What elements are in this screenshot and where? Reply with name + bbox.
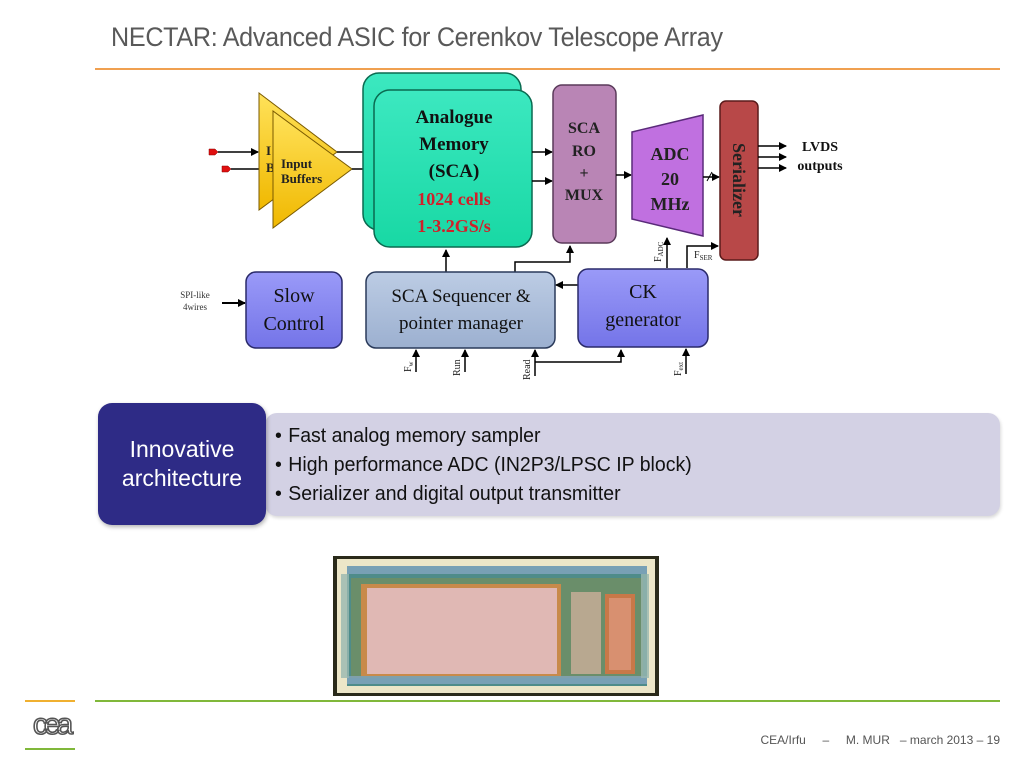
slide-title: NECTAR: Advanced ASIC for Cerenkov Teles… [111, 22, 723, 52]
feature-item: •Serializer and digital output transmitt… [275, 482, 621, 505]
svg-text:Serializer: Serializer [729, 143, 749, 217]
serializer-block: Serializer [719, 100, 759, 261]
svg-text:MHz: MHz [651, 194, 690, 214]
footer-divider [95, 700, 1000, 702]
svg-text:MUX: MUX [565, 187, 604, 204]
sca-ro-mux-block: SCA RO + MUX [552, 84, 617, 244]
svg-text:CK: CK [629, 281, 657, 303]
input-pin-1 [208, 148, 259, 156]
logo-accent-bottom [25, 748, 75, 750]
feature-item: •High performance ADC (IN2P3/LPSC IP blo… [275, 453, 692, 476]
block-diagram: I B Input Buffers Analogue Memory (SCA) … [180, 72, 843, 380]
input-buffer-front: Input Buffers [272, 110, 353, 229]
svg-text:+: + [579, 165, 588, 182]
ck-generator-block: CK generator [577, 268, 709, 348]
footer-org: CEA/Irfu [760, 733, 806, 747]
svg-text:Buffers: Buffers [281, 171, 322, 186]
svg-text:ADC: ADC [651, 144, 690, 164]
memory-rate-label: 1-3.2GS/s [417, 216, 491, 236]
memory-block: Analogue Memory (SCA) 1024 cells 1-3.2GS… [373, 89, 533, 248]
svg-text:Control: Control [263, 313, 325, 335]
adc-block: ADC 20 MHz [631, 114, 704, 237]
title-divider [95, 68, 1000, 70]
svg-text:SCA Sequencer &: SCA Sequencer & [391, 286, 531, 307]
svg-text:I: I [266, 143, 271, 158]
cea-logo: cea [32, 707, 78, 742]
svg-text:RO: RO [572, 143, 596, 160]
feature-item: •Fast analog memory sampler [275, 424, 541, 447]
svg-text:pointer manager: pointer manager [399, 313, 524, 334]
lvds-outputs-label: LVDS [802, 140, 838, 155]
footer-separator: – [822, 733, 830, 747]
svg-text:Memory: Memory [419, 134, 489, 155]
footer-author: M. MUR [845, 733, 890, 747]
svg-text:SCA: SCA [568, 120, 600, 137]
feature-list: •Fast analog memory sampler •High perfor… [275, 421, 714, 508]
svg-text:Analogue: Analogue [415, 107, 492, 128]
svg-text:B: B [266, 160, 275, 175]
f-ser-label: FSER [694, 250, 713, 262]
f-w-label: Fw [403, 360, 415, 372]
svg-text:generator: generator [605, 309, 681, 331]
page-number: – 19 [976, 733, 1000, 747]
footer-date: – march 2013 [899, 733, 974, 747]
svg-text:Slow: Slow [273, 285, 315, 307]
architecture-callout: •Fast analog memory sampler •High perfor… [265, 413, 1000, 516]
logo-accent-top [25, 700, 75, 702]
slow-control-block: Slow Control [245, 271, 343, 349]
sca-sequencer-block: SCA Sequencer & pointer manager [365, 271, 556, 349]
f-adc-label: FADC [653, 241, 665, 262]
spi-label: SPI-like [180, 290, 210, 300]
chip-micrograph [333, 556, 659, 696]
run-label: Run [452, 359, 463, 376]
svg-text:outputs: outputs [797, 159, 843, 174]
memory-cells-label: 1024 cells [417, 189, 491, 209]
slide-footer: CEA/Irfu – M. MUR – march 2013 – 19 [761, 733, 1001, 747]
svg-text:(SCA): (SCA) [429, 161, 480, 182]
input-buffers-label: Input [281, 156, 313, 171]
svg-text:4wires: 4wires [183, 302, 207, 312]
innovative-architecture-label: Innovative architecture [98, 403, 266, 525]
read-label: Read [522, 359, 533, 380]
svg-text:20: 20 [661, 169, 679, 189]
f-ext-label: Fext [673, 362, 685, 376]
svg-text:cea: cea [33, 708, 74, 741]
